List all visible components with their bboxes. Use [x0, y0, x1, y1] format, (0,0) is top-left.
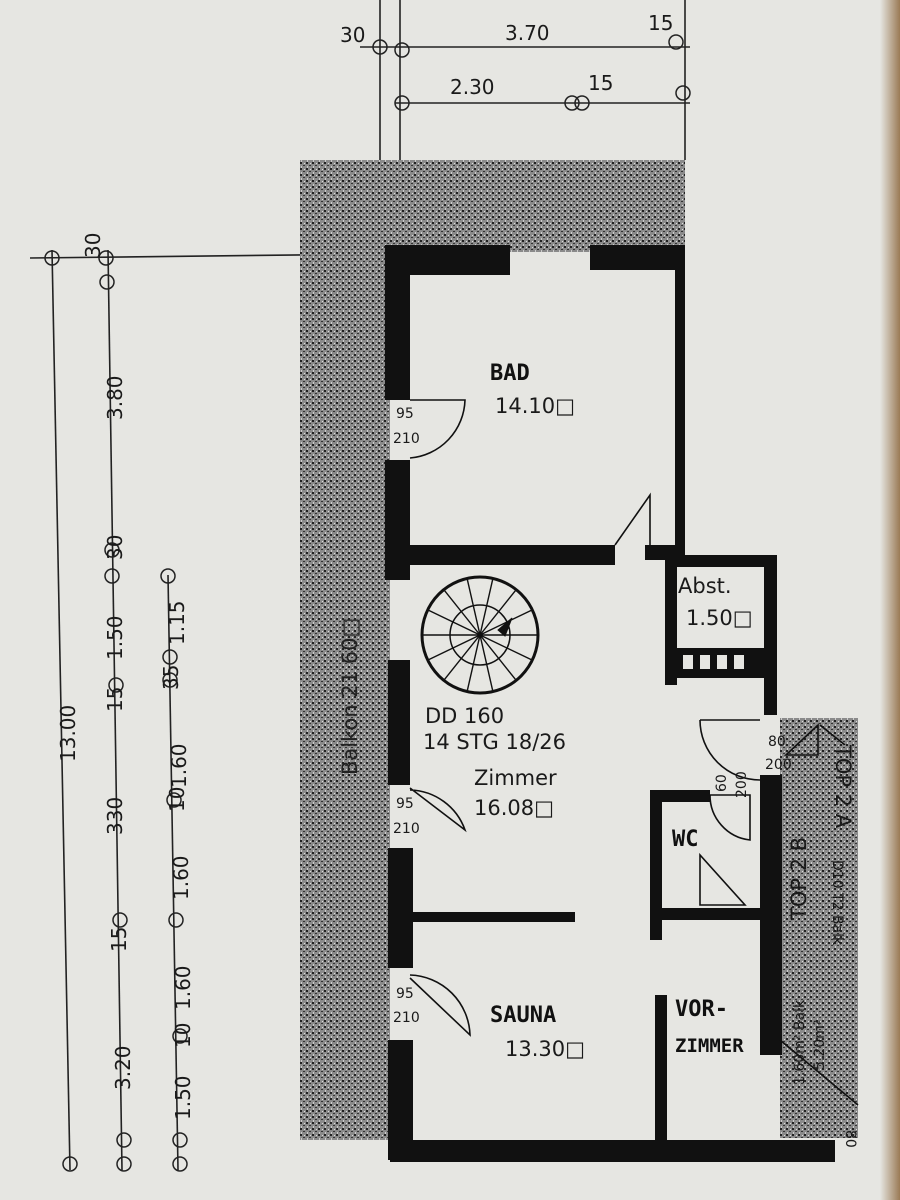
door-width-bad: 95: [396, 406, 414, 422]
stair-step: [427, 609, 481, 636]
stair-step: [443, 634, 481, 681]
room-area-zimmer: 16.08□: [474, 796, 554, 820]
dim-label: 15: [103, 687, 127, 712]
stair-step: [479, 589, 517, 636]
dim-top: 30: [340, 23, 365, 47]
door-width-wc: 60: [714, 774, 730, 792]
door-width-entrance: 80: [768, 734, 786, 750]
door-height-wc: 200: [734, 771, 750, 798]
neighbor-top-2b-balk: 1.60m² Balk: [792, 999, 808, 1085]
stair-step: [466, 634, 481, 692]
balcony-area: [300, 160, 390, 1140]
stair-step: [479, 578, 494, 636]
stair-steps: 14 STG 18/26: [423, 730, 566, 754]
room-area-abstellraum: 1.50□: [686, 606, 753, 630]
dim-label: 1.60: [167, 743, 191, 788]
table-edge: [880, 0, 900, 1200]
walls: [385, 245, 835, 1162]
room-name-sauna: SAUNA: [490, 1003, 556, 1028]
dim-top: 3.70: [505, 21, 550, 45]
stair-step: [427, 634, 481, 661]
corner-dim: 80: [842, 1130, 858, 1148]
spiral-stair: [420, 575, 540, 695]
stair-step: [479, 634, 494, 692]
stair-step: [466, 578, 481, 636]
dim-top: 15: [588, 71, 613, 95]
dim-label: 35: [159, 665, 183, 690]
stair-step: [479, 634, 517, 681]
door-height-bad: 210: [393, 431, 420, 447]
door-width-zimmer: 95: [396, 796, 414, 812]
dim-label: 1.50: [103, 615, 127, 660]
dim-label: 330: [103, 797, 127, 835]
dim-label: 1.60: [171, 965, 195, 1010]
room-name-bad: BAD: [490, 361, 530, 386]
door-height-entrance: 200: [765, 757, 792, 773]
room-area-bad: 14.10□: [495, 394, 575, 418]
dim-label: 30: [81, 233, 105, 258]
stair-step: [443, 589, 481, 636]
door-swings: [409, 399, 859, 1106]
windows: [683, 655, 744, 669]
room-name-wc: WC: [672, 827, 699, 852]
dim-label: 15: [107, 927, 131, 952]
hatched-areas: [300, 160, 858, 1140]
room-name-vorzimmer-1: VOR-: [675, 997, 728, 1022]
dim-label: 1.50: [171, 1075, 195, 1120]
dim-label: 10: [171, 1023, 195, 1048]
neighbor-top-2a-balk: D10 T2 Balk: [829, 860, 845, 946]
stair-spec: DD 160: [425, 704, 504, 728]
dim-label: 3.80: [103, 375, 127, 420]
door-width-sauna: 95: [396, 986, 414, 1002]
room-name-zimmer: Zimmer: [474, 766, 557, 790]
dim-label: 3.20: [111, 1045, 135, 1090]
room-name-abstellraum: Abst.: [678, 574, 732, 598]
neighbor-top-2b: TOP 2 B: [787, 837, 811, 921]
neighbor-top-2a-area: 5.20m²: [812, 1020, 828, 1070]
room-name-vorzimmer-2: ZIMMER: [675, 1035, 744, 1057]
dim-top: 2.30: [450, 75, 495, 99]
dim-top: 15: [648, 11, 673, 35]
dim-label: 10: [165, 787, 189, 812]
dim-label: 1.15: [165, 600, 189, 645]
dim-left-outer: 13.00: [56, 705, 80, 762]
neighbor-balcony: [780, 718, 858, 1138]
balkon-label: Balkon 21.60□: [338, 618, 362, 775]
stair-step: [479, 634, 533, 661]
neighbor-top-2a: TOP 2 A: [831, 744, 855, 829]
door-height-zimmer: 210: [393, 821, 420, 837]
dim-left-middle: 30 3.80 30 1.50 15 330 15 3.20: [81, 233, 135, 1090]
room-area-sauna: 13.30□: [505, 1037, 585, 1061]
door-height-sauna: 210: [393, 1010, 420, 1026]
dim-label: 30: [103, 535, 127, 560]
dim-label: 1.60: [169, 855, 193, 900]
